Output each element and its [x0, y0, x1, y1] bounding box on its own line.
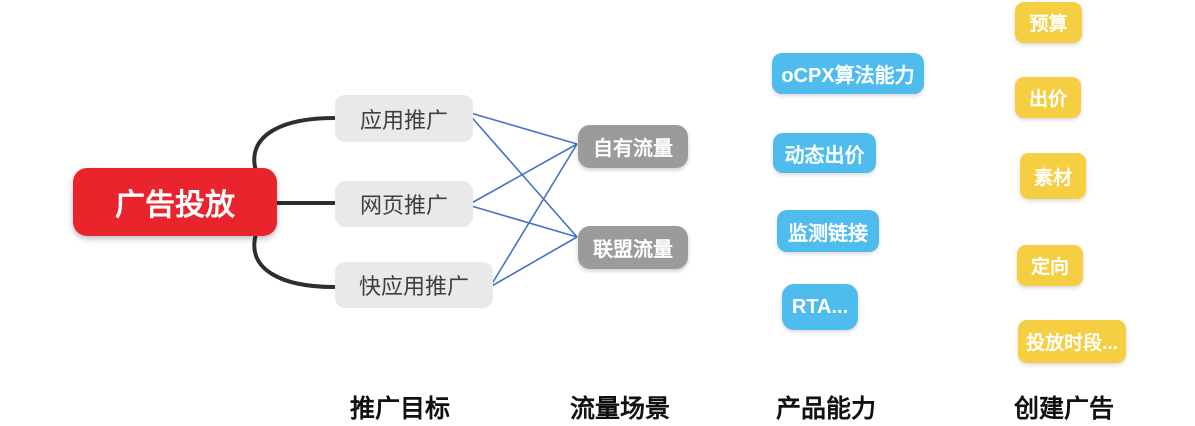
traffic-link-lines: [466, 111, 578, 288]
node-bid: 出价: [1015, 77, 1081, 118]
label-promotion-targets: 推广目标: [349, 395, 450, 423]
label-create-ads: 创建广告: [1013, 395, 1114, 423]
node-app-promotion: 应用推广: [335, 95, 473, 142]
node-alliance-traffic: 联盟流量: [578, 226, 688, 269]
label-product-capabilities: 产品能力: [775, 395, 876, 423]
node-dynamic-bidding: 动态出价: [773, 133, 876, 173]
node-quickapp-promotion: 快应用推广: [335, 262, 493, 308]
node-creative: 素材: [1020, 153, 1086, 199]
node-own-traffic: 自有流量: [578, 125, 688, 168]
label-traffic-scenes: 流量场景: [569, 395, 670, 423]
node-delivery-schedule: 投放时段...: [1018, 320, 1126, 363]
node-targeting: 定向: [1017, 245, 1083, 286]
node-monitoring-links: 监测链接: [777, 210, 879, 252]
root-branch-lines: [252, 116, 336, 289]
node-budget: 预算: [1015, 2, 1082, 43]
node-ocpx-capability: oCPX算法能力: [772, 53, 924, 94]
node-rta: RTA...: [782, 284, 858, 330]
node-web-promotion: 网页推广: [335, 181, 473, 227]
node-ad-delivery: 广告投放: [73, 168, 277, 236]
